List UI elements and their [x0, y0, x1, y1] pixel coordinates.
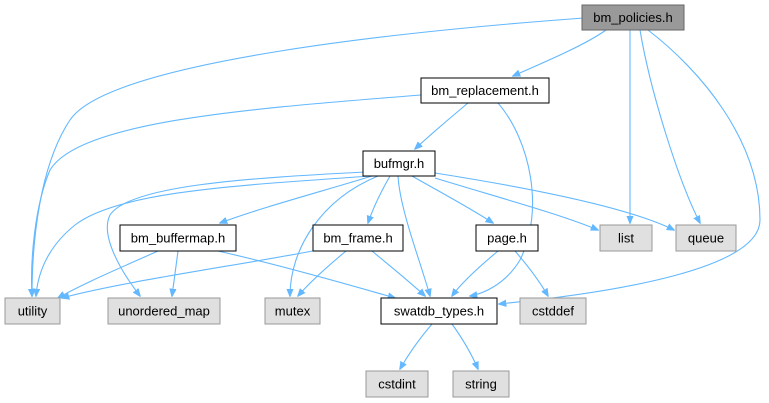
edge-bufmgr-to-list [434, 177, 598, 230]
node-label: bm_frame.h [323, 231, 392, 246]
edge-bm-frame-to-mutex [298, 250, 347, 296]
edge-bm-buffermap-to-unordered-map [172, 250, 179, 296]
node-box [119, 224, 237, 252]
node-box [452, 370, 510, 398]
edge-bufmgr-to-bm-frame [368, 175, 391, 223]
edge-swatdb-types-to-string [451, 323, 478, 369]
node-label: bufmgr.h [374, 156, 425, 171]
node-label: bm_replacement.h [431, 83, 539, 98]
node-box [4, 297, 61, 325]
edge-page-to-cstddef [514, 250, 548, 296]
node-box [362, 150, 436, 177]
node-bm-buffermap[interactable]: bm_buffermap.h [119, 224, 237, 252]
node-box [365, 370, 429, 398]
node-box [380, 297, 498, 325]
node-box [420, 77, 550, 104]
node-bm-policies[interactable]: bm_policies.h [581, 4, 685, 31]
node-bufmgr[interactable]: bufmgr.h [362, 150, 436, 177]
node-box [107, 297, 221, 325]
node-label: bm_policies.h [593, 10, 673, 25]
edge-bm-frame-to-utility [62, 249, 319, 298]
edge-bm-policies-to-bm-replacement [513, 29, 607, 76]
node-label: swatdb_types.h [394, 304, 484, 319]
edge-bufmgr-to-page [411, 175, 493, 223]
edge-page-to-swatdb-types [452, 250, 499, 296]
edge-bm-buffermap-to-utility [58, 250, 159, 298]
edge-bufmgr-to-bm-buffermap [220, 175, 373, 223]
edge-bm-policies-to-swatdb-types [499, 29, 761, 304]
node-label: cstddef [532, 304, 574, 319]
node-bm-frame[interactable]: bm_frame.h [312, 224, 404, 252]
edge-bufmgr-to-swatdb-types [397, 175, 430, 296]
edge-bm-frame-to-swatdb-types [371, 250, 425, 296]
node-box [519, 297, 587, 325]
edge-bm-policies-to-queue [639, 29, 700, 223]
node-label: bm_buffermap.h [131, 231, 225, 246]
node-label: unordered_map [118, 304, 210, 319]
node-list: list [599, 224, 653, 252]
edge-swatdb-types-to-cstdint [400, 323, 433, 369]
node-label: string [465, 377, 497, 392]
node-box [599, 224, 653, 252]
edge-bm-replacement-to-utility [32, 94, 422, 296]
node-string: string [452, 370, 510, 398]
edge-bm-policies-to-utility [32, 17, 585, 296]
edge-bm-buffermap-to-swatdb-types [217, 250, 395, 298]
node-label: page.h [487, 231, 527, 246]
edge-bufmgr-to-utility [36, 175, 371, 296]
node-label: list [618, 231, 634, 246]
node-box [264, 297, 321, 325]
node-page[interactable]: page.h [475, 224, 539, 252]
nodes: bm_policies.h bm_replacement.h bufmgr.h bm_… [4, 4, 737, 398]
node-mutex: mutex [264, 297, 321, 325]
node-cstdint: cstdint [365, 370, 429, 398]
edge-bufmgr-to-queue [434, 172, 674, 230]
edge-bufmgr-to-mutex [290, 175, 379, 296]
node-box [675, 224, 737, 252]
node-unordered-map: unordered_map [107, 297, 221, 325]
node-box [312, 224, 404, 252]
edges [32, 17, 761, 369]
node-box [581, 4, 685, 31]
node-utility: utility [4, 297, 61, 325]
node-label: queue [688, 231, 724, 246]
node-cstddef: cstddef [519, 297, 587, 325]
node-label: mutex [275, 304, 311, 319]
node-label: cstdint [378, 377, 416, 392]
node-box [475, 224, 539, 252]
node-label: utility [18, 304, 48, 319]
edge-bufmgr-to-unordered-map [106, 171, 366, 296]
edge-bm-replacement-to-bufmgr [415, 102, 469, 149]
node-queue: queue [675, 224, 737, 252]
node-bm-replacement[interactable]: bm_replacement.h [420, 77, 550, 104]
node-swatdb-types[interactable]: swatdb_types.h [380, 297, 498, 325]
